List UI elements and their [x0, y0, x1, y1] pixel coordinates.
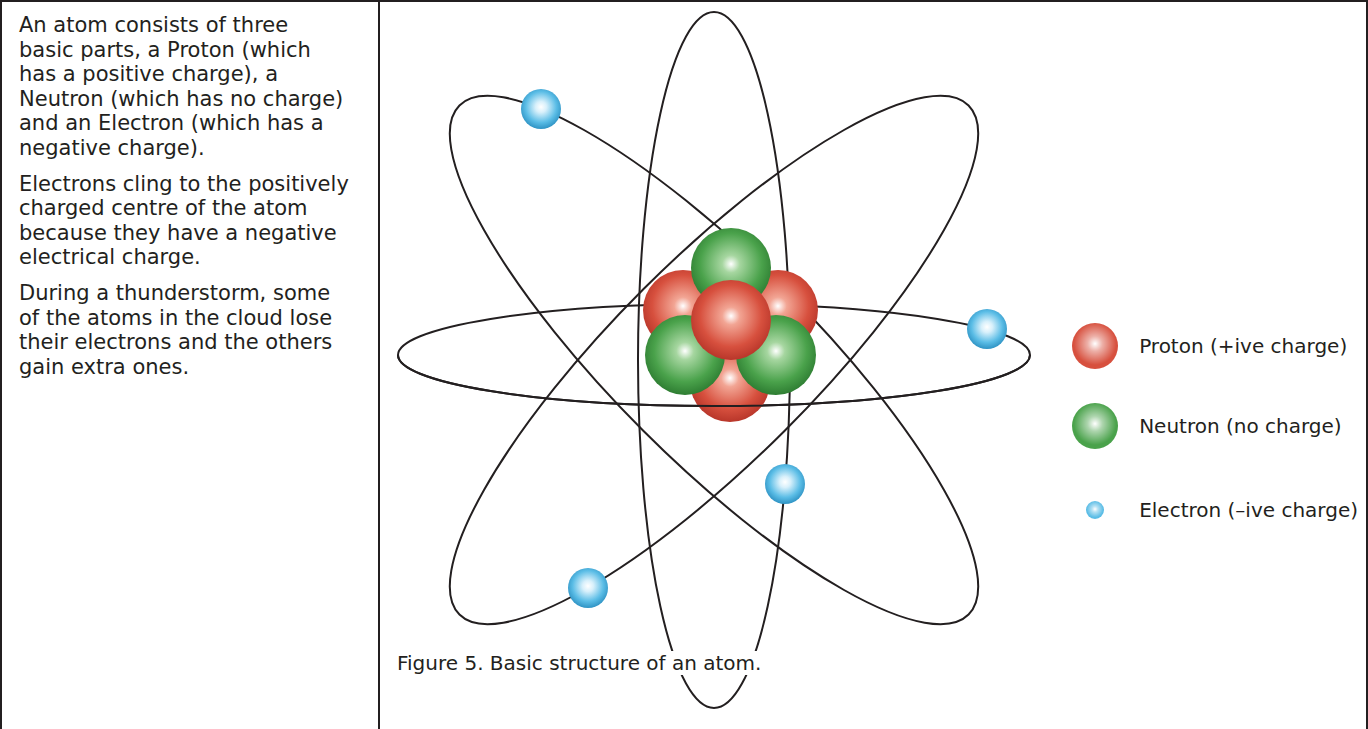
panel-paragraph: During a thunderstorm, some of the atoms…	[19, 281, 349, 379]
electron-ball	[967, 309, 1007, 349]
legend-swatch	[1086, 501, 1104, 519]
legend-label: Electron (–ive charge)	[1139, 498, 1358, 522]
legend-label: Neutron (no charge)	[1139, 414, 1342, 438]
orbit-line	[398, 355, 1030, 406]
orbit-line	[389, 35, 1040, 686]
legend-swatch	[1072, 323, 1118, 369]
legend-swatch	[1072, 403, 1118, 449]
figure-caption: Figure 5. Basic structure of an atom.	[394, 651, 764, 675]
proton-ball	[691, 280, 771, 360]
text-panel: An atom consists of three basic parts, a…	[0, 0, 380, 729]
electron-ball	[765, 464, 805, 504]
electron-ball	[568, 568, 608, 608]
electron-ball	[521, 89, 561, 129]
orbit-line	[389, 35, 1040, 686]
panel-paragraph: Electrons cling to the positively charge…	[19, 172, 349, 270]
table-border	[1366, 0, 1368, 729]
legend-label: Proton (+ive charge)	[1139, 334, 1347, 358]
table-border	[380, 0, 1368, 2]
panel-paragraph: An atom consists of three basic parts, a…	[19, 13, 349, 160]
